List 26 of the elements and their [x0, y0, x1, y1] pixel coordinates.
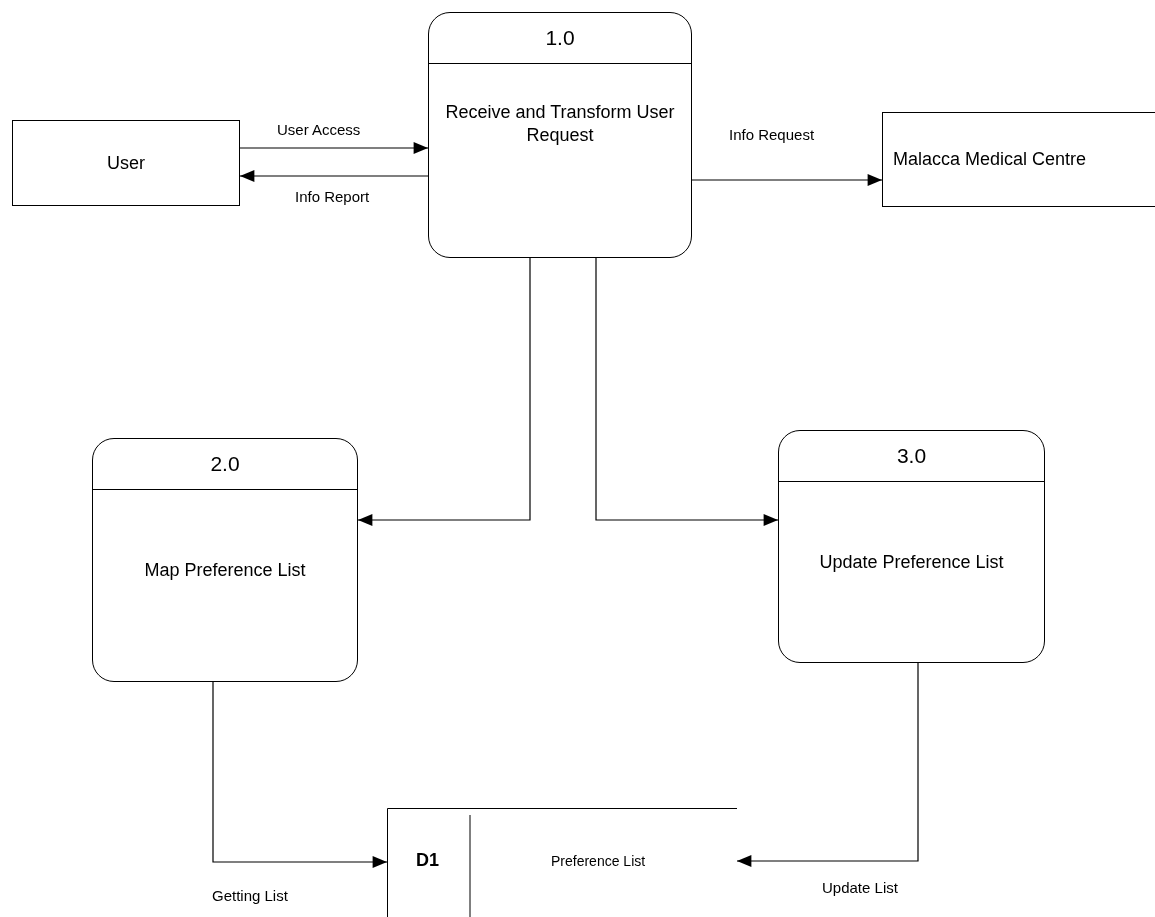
process-box — [428, 12, 692, 258]
external-entity-box — [882, 112, 1155, 207]
process-number: 1.0 — [545, 26, 575, 50]
process-box — [92, 438, 358, 682]
arrow — [736, 662, 919, 867]
external-entity-box — [12, 120, 240, 206]
entity-label: User — [107, 152, 145, 174]
edge-label: Info Report — [293, 188, 372, 205]
process-number: 3.0 — [896, 444, 927, 468]
process-label: Map Preference List — [143, 559, 307, 582]
data-store-id: D1 — [416, 850, 439, 871]
arrow — [239, 170, 429, 182]
arrow — [595, 257, 779, 526]
edge-label: Info Request — [727, 126, 817, 143]
data-store-label: Preference List — [551, 853, 646, 869]
edge-label: Getting List — [210, 887, 290, 904]
arrow — [212, 681, 388, 868]
arrow — [691, 174, 883, 186]
process-box — [778, 430, 1045, 663]
edge-label: Update List — [820, 879, 900, 896]
process-label: Update Preference List — [818, 551, 1005, 574]
arrow — [357, 257, 531, 526]
process-label: Receive and Transform User Request — [444, 101, 676, 148]
entity-label: Malacca Medical Centre — [893, 149, 1087, 170]
process-number: 2.0 — [210, 452, 240, 476]
arrow — [239, 142, 429, 154]
